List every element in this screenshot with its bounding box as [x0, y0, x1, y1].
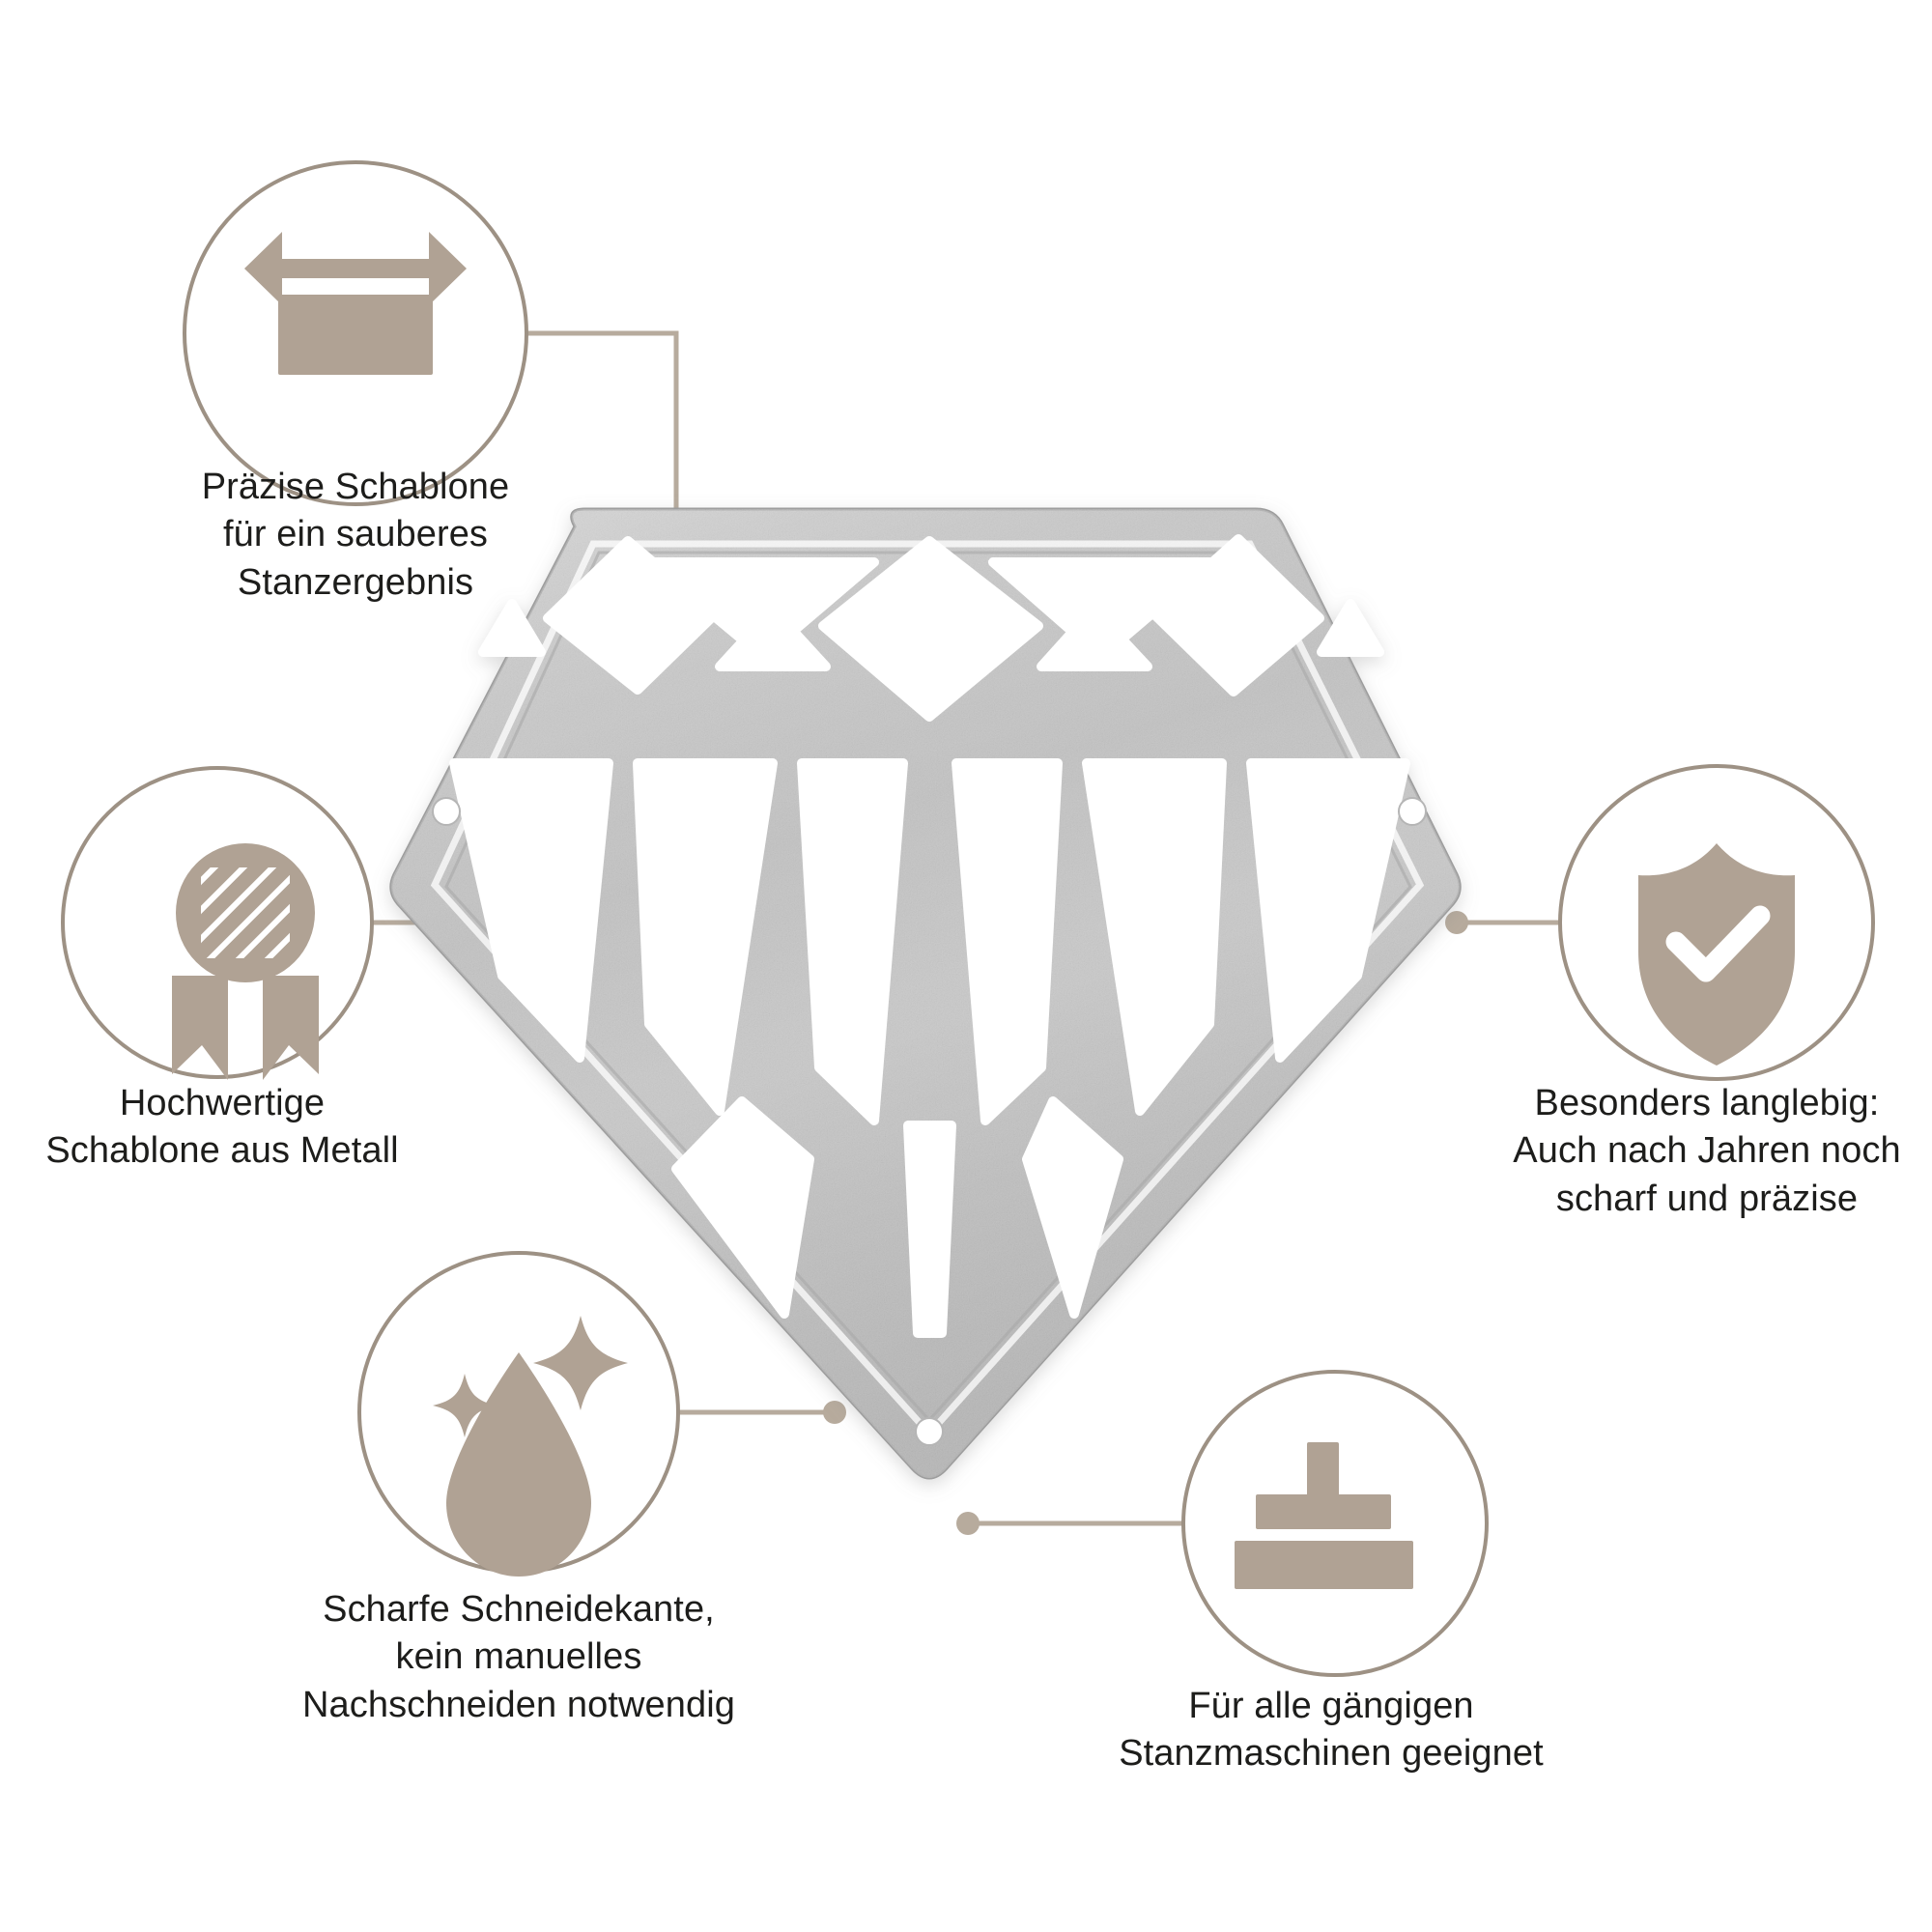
aperture-facet-3: [797, 758, 908, 1125]
aperture-sliver-center: [903, 1121, 956, 1338]
aperture-facet-4: [952, 758, 1063, 1125]
aperture-sliver-right: [1022, 1096, 1123, 1319]
die-inner-bevel: [430, 540, 1425, 1439]
quality-medal-icon: [172, 843, 319, 1080]
connector-dot-langlebig: [1445, 911, 1468, 934]
width-arrow-rectangle-icon: [244, 232, 467, 375]
aperture-crown-tri-small-left: [715, 604, 831, 671]
droplet-sparkle-icon: [433, 1316, 628, 1577]
hole-left: [432, 797, 461, 826]
aperture-facet-5: [1082, 758, 1227, 1116]
die-aperture-rims: [479, 536, 1383, 720]
hole-bottom: [915, 1417, 944, 1446]
callout-label-stanzmaschinen: Für alle gängigen Stanzmaschinen geeigne…: [1119, 1686, 1544, 1775]
connector-dot-stanzmaschinen: [956, 1512, 980, 1535]
aperture-facet-2: [633, 758, 778, 1116]
connector-praezise-schablone: [526, 330, 679, 539]
connector-dot-schneidekante: [823, 1401, 846, 1424]
hole-right: [1398, 797, 1427, 826]
stamp-press-icon: [1235, 1442, 1413, 1589]
aperture-sliver-left: [671, 1096, 814, 1319]
callout-label-langlebig: Besonders langlebig: Auch nach Jahren no…: [1513, 1083, 1901, 1219]
callout-label-praezise: Präzise Schablone für ein sauberes Stanz…: [201, 467, 510, 603]
aperture-crown-tri-small-right: [1037, 604, 1152, 671]
callout-label-schneidekante: Scharfe Schneidekante, kein manuelles Na…: [301, 1589, 736, 1725]
aperture-facet-6: [1246, 758, 1410, 1063]
aperture-facet-1: [449, 758, 613, 1063]
shield-check-icon: [1638, 843, 1795, 1065]
callout-label-hochwertige: Hochwertige Schablone aus Metall: [45, 1083, 399, 1172]
die-alignment-holes: [432, 797, 1427, 1446]
